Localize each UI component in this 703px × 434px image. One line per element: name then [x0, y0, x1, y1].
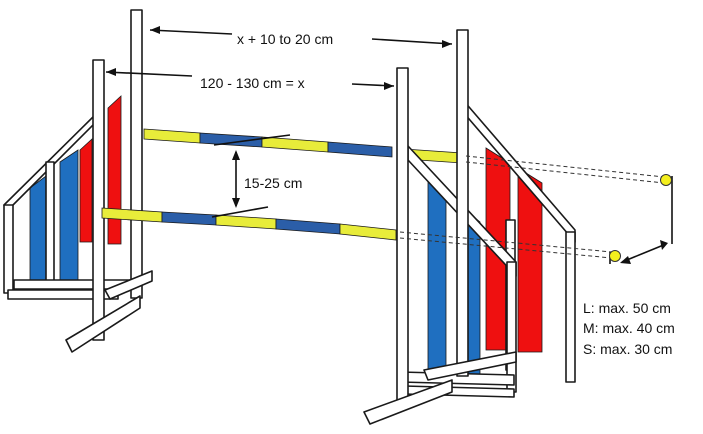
left-posts: [65, 9, 153, 353]
size-limit-medium: M: max. 40 cm: [583, 320, 675, 336]
size-limit-small: S: max. 30 cm: [583, 341, 672, 357]
left-wing-blue-panel: [59, 149, 79, 295]
projection-lines: [399, 155, 665, 259]
bar-end-marker: [660, 174, 672, 186]
left-wing-blue-panel: [29, 175, 47, 293]
inner-width-label: 120 - 130 cm = x: [200, 75, 305, 91]
offset-top-label: x + 10 to 20 cm: [237, 31, 333, 47]
right-wing-red-panel: [517, 167, 543, 353]
left-wing-red-panel: [79, 138, 93, 243]
arrow-heads: [106, 26, 668, 264]
left-wing-red-panel: [107, 95, 122, 245]
left-wing: [3, 95, 133, 300]
lower-bar: [101, 207, 397, 241]
size-limit-large: L: max. 50 cm: [583, 300, 671, 316]
right-wing-blue-panel: [427, 181, 447, 379]
size-limits: L: max. 50 cm M: max. 40 cm S: max. 30 c…: [583, 300, 675, 357]
bar-end-marker: [609, 250, 621, 262]
bar-spacing-label: 15-25 cm: [244, 175, 302, 191]
right-wing: [399, 99, 576, 398]
